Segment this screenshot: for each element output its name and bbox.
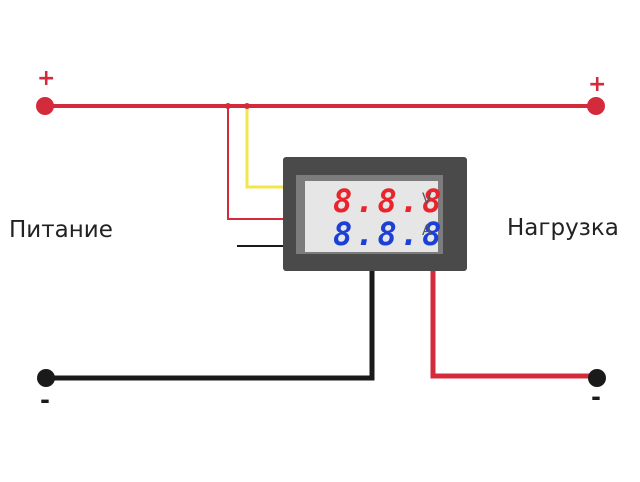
supply-positive-terminal [36, 97, 54, 115]
voltage-digits: 8.8.8 [333, 182, 445, 220]
minus-sign-left: - [40, 386, 50, 414]
plus-sign-left: + [37, 66, 56, 91]
negative-rail-wire [46, 270, 375, 381]
load-positive-wire [430, 270, 597, 379]
load-negative-terminal [588, 369, 606, 387]
junction-dot [244, 103, 250, 109]
yellow-sense-wire [245, 106, 285, 189]
meter-display [305, 181, 438, 252]
plus-sign-right: + [588, 72, 607, 97]
junction-dot [225, 103, 231, 109]
load-positive-terminal [587, 97, 605, 115]
voltage-unit: V [422, 191, 432, 207]
minus-sign-right: - [591, 383, 601, 411]
supply-label: Питание [9, 217, 113, 243]
current-digits: 8.8.8 [333, 215, 445, 253]
positive-sense-wire [227, 106, 285, 220]
current-unit: A [422, 223, 432, 239]
supply-negative-terminal [37, 369, 55, 387]
load-label: Нагрузка [507, 215, 619, 241]
